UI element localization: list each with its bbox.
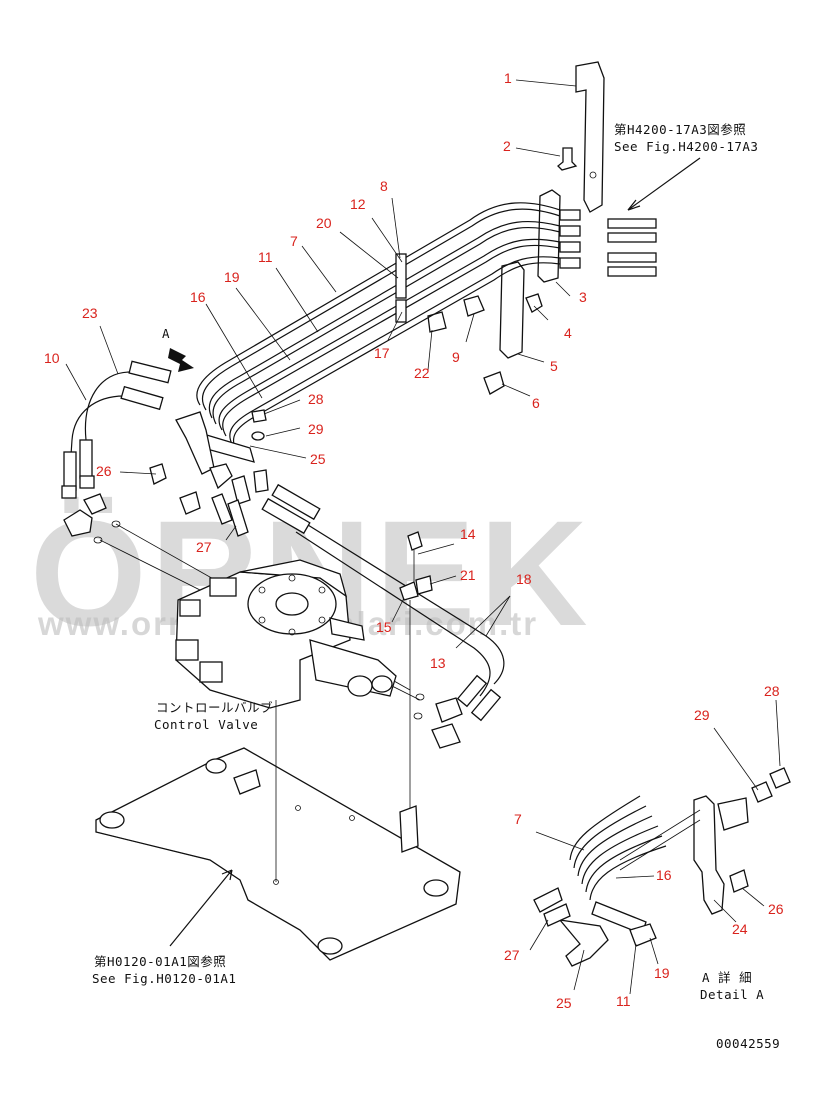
callout-11: 11: [258, 249, 273, 265]
callout-20: 20: [316, 215, 332, 231]
callout-6: 6: [532, 395, 540, 411]
detail-a: [533, 767, 791, 967]
callout-2: 2: [503, 138, 511, 154]
ref-top-en: See Fig.H4200-17A3: [614, 139, 758, 154]
detail-callout-25: 25: [556, 995, 572, 1011]
callout-22: 22: [414, 365, 430, 381]
bolt-6: [483, 371, 505, 395]
nut-28-detail: [769, 767, 791, 789]
detail-a-en: Detail A: [700, 987, 764, 1002]
callout-15: 15: [376, 619, 392, 635]
plate-25-detail: [558, 919, 609, 967]
callout-26: 26: [96, 463, 112, 479]
nut-28: [251, 409, 267, 423]
callout-29: 29: [308, 421, 324, 437]
hose-ends-right: [607, 218, 657, 277]
mount-frame: [95, 700, 461, 961]
detail-callout-28: 28: [764, 683, 780, 699]
valve-block-3: [537, 189, 561, 283]
detail-callout-24: 24: [732, 921, 748, 937]
bolt-22: [427, 311, 447, 333]
clamp-cluster: [149, 409, 269, 537]
callout-10: 10: [44, 350, 60, 366]
callout-1: 1: [504, 70, 512, 86]
control-valve: [175, 559, 425, 720]
detail-callout-26: 26: [768, 901, 784, 917]
callout-4: 4: [564, 325, 572, 341]
bracket-1: [575, 61, 605, 213]
bracket-24: [693, 795, 725, 915]
callout-27: 27: [196, 539, 212, 555]
washer-29: [251, 431, 265, 441]
callout-21: 21: [460, 567, 476, 583]
detail-callout-19: 19: [654, 965, 670, 981]
detail-a-jp: A 詳 細: [702, 970, 752, 985]
callout-7: 7: [290, 233, 298, 249]
callout-23: 23: [82, 305, 98, 321]
reference-labels: 第H4200-17A3図参照 See Fig.H4200-17A3 コントロール…: [92, 122, 780, 1051]
block-fittings: [559, 209, 581, 269]
spacer-4: [525, 293, 543, 313]
bolt-26-detail: [729, 869, 749, 893]
callout-3: 3: [579, 289, 587, 305]
callout-28: 28: [308, 391, 324, 407]
pipe-bundle: [196, 202, 561, 451]
callout-18: 18: [516, 571, 532, 587]
callout-5: 5: [550, 358, 558, 374]
hoses-right: [261, 483, 505, 749]
bolt-2: [557, 147, 578, 171]
callout-9: 9: [452, 349, 460, 365]
bracket-hole: [589, 171, 597, 179]
callout-14: 14: [460, 526, 476, 542]
leader-lines: [65, 79, 781, 995]
bolt-clamp-14-15-21: [399, 531, 433, 820]
callout-8: 8: [380, 178, 388, 194]
bracket-5: [499, 261, 525, 359]
bolt-26: [149, 463, 167, 485]
callout-25: 25: [310, 451, 326, 467]
detail-callout-16: 16: [656, 867, 672, 883]
bracket-assembly: [427, 61, 701, 395]
detail-callout-7: 7: [514, 811, 522, 827]
detail-callout-29: 29: [694, 707, 710, 723]
detail-callout-11: 11: [616, 993, 631, 1009]
callout-numbers: 1 2 3 4 5 6 7 8 9 10 11 12 13 14 15 16 1…: [44, 70, 784, 1011]
detail-callout-27: 27: [504, 947, 520, 963]
callout-16: 16: [190, 289, 206, 305]
control-valve-en: Control Valve: [154, 717, 258, 732]
view-letter: A: [162, 326, 170, 341]
ref-bottom-en: See Fig.H0120-01A1: [92, 971, 236, 986]
drawing-number: 00042559: [716, 1036, 780, 1051]
control-valve-jp: コントロールバルブ: [156, 700, 273, 715]
bolt-9: [463, 295, 485, 317]
view-arrow-a: A: [162, 326, 194, 372]
ref-bottom-jp: 第H0120-01A1図参照: [94, 954, 226, 969]
callout-19: 19: [224, 269, 240, 285]
callout-13: 13: [430, 655, 446, 671]
callout-12: 12: [350, 196, 366, 212]
callout-17: 17: [374, 345, 390, 361]
ref-top-jp: 第H4200-17A3図参照: [614, 122, 746, 137]
elbow-fitting-left: [63, 509, 93, 537]
